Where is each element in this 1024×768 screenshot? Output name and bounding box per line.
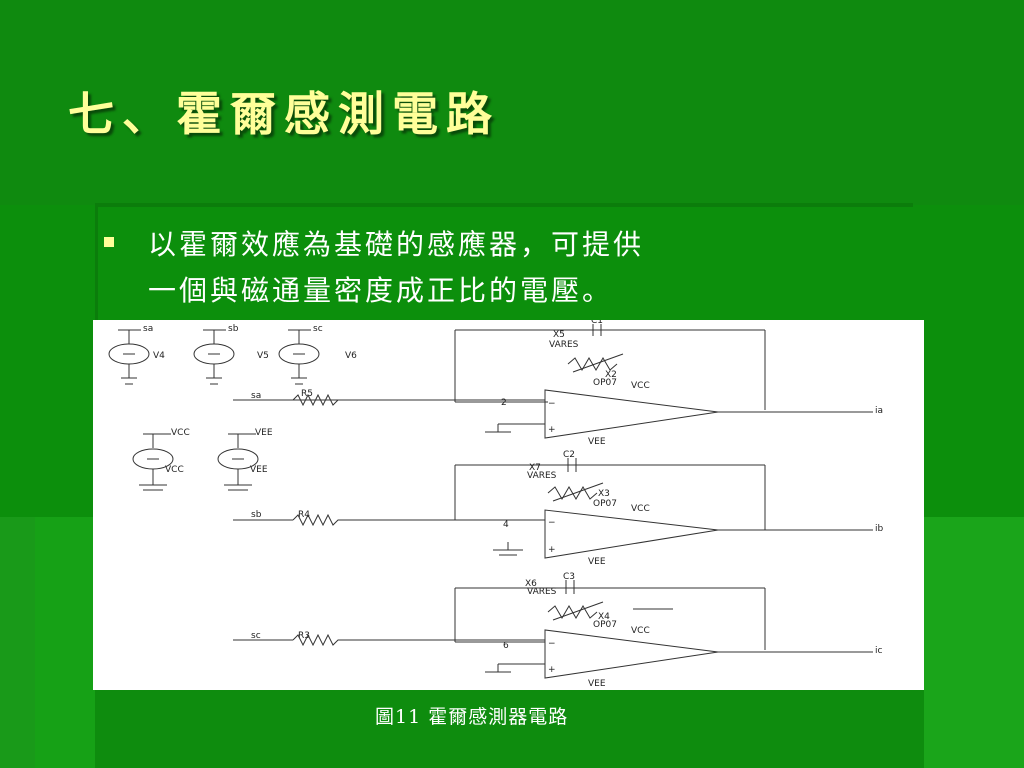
stage-2-vcc: VCC xyxy=(631,504,650,514)
source-v5-label: V5 xyxy=(257,351,269,361)
stage-3-output: ic xyxy=(875,646,883,656)
content-frame-top xyxy=(95,203,913,207)
stage-1-pin: 2 xyxy=(501,398,507,408)
stage-1-output: ia xyxy=(875,406,883,416)
stage-3-varmodel: VARES xyxy=(527,587,557,597)
stage-3-input: sc xyxy=(251,631,261,641)
stage-2-pin: 4 xyxy=(503,520,509,530)
stage-2-varmodel: VARES xyxy=(527,471,557,481)
stage-2-varres: X7 xyxy=(529,463,541,473)
svg-text:−: − xyxy=(548,399,556,409)
stage-3-opamp: X4 xyxy=(598,612,610,622)
source-vcc-net: VCC xyxy=(171,428,190,438)
source-vee-net: VEE xyxy=(255,428,273,438)
source-v4-net: sa xyxy=(143,324,153,334)
stage-2-opamp: X3 xyxy=(598,489,610,499)
source-vcc: VCC VCC xyxy=(132,428,190,491)
stage-3-varres: X6 xyxy=(525,579,537,589)
stage-2-input: sb xyxy=(251,510,262,520)
stage-2-vee: VEE xyxy=(588,557,606,567)
background-right-block xyxy=(924,517,1024,768)
stage-2-resistor: R4 xyxy=(298,510,310,520)
svg-text:−: − xyxy=(548,518,556,528)
source-v6-net: sc xyxy=(313,324,323,334)
stage-2: C2 X7 VARES X3 OP07 VCC − + ib sb R4 4 V… xyxy=(233,450,884,567)
background-left-block xyxy=(35,517,95,768)
stage-3-vcc: VCC xyxy=(631,626,650,636)
stage-3-pin: 6 xyxy=(503,641,509,651)
content-frame-left xyxy=(95,203,98,323)
stage-1-cap: C1 xyxy=(591,320,603,326)
stage-1: C1 X5 VARES X2 OP07 VCC − + ia sa R5 2 V… xyxy=(233,320,883,447)
stage-1-vcc: VCC xyxy=(631,381,650,391)
source-vee-label: VEE xyxy=(250,465,268,475)
stage-1-input: sa xyxy=(251,391,261,401)
stage-2-opmodel: OP07 xyxy=(593,499,617,509)
svg-text:+: + xyxy=(548,545,556,555)
stage-1-varres: X5 xyxy=(553,330,565,340)
background-top xyxy=(0,0,1024,205)
source-v4-label: V4 xyxy=(153,351,165,361)
bullet-line-2: 一個與磁通量密度成正比的電壓。 xyxy=(148,274,614,307)
source-vee: VEE VEE xyxy=(217,428,273,491)
circuit-diagram: sa V4 sb V5 sc xyxy=(93,320,924,690)
stage-1-varmodel: VARES xyxy=(549,340,579,350)
stage-3-resistor: R3 xyxy=(298,631,310,641)
stage-3-cap: C3 xyxy=(563,572,575,582)
source-vcc-label: VCC xyxy=(165,465,184,475)
bullet-text: 以霍爾效應為基礎的感應器，可提供 一個與磁通量密度成正比的電壓。 xyxy=(148,222,808,314)
svg-text:+: + xyxy=(548,665,556,675)
stage-1-vee: VEE xyxy=(588,437,606,447)
source-v4: sa V4 xyxy=(108,324,165,385)
stage-1-resistor: R5 xyxy=(301,389,313,399)
bullet-line-1: 以霍爾效應為基礎的感應器，可提供 xyxy=(148,228,645,261)
stage-3: C3 X6 VARES X4 OP07 VCC − + ic sc R3 6 V… xyxy=(233,572,883,689)
source-v5-net: sb xyxy=(228,324,239,334)
source-v6: sc V6 xyxy=(278,324,357,385)
background-bottom-block xyxy=(95,690,924,768)
stage-3-vee: VEE xyxy=(588,679,606,689)
source-v5: sb V5 xyxy=(193,324,269,385)
stage-3-opmodel: OP07 xyxy=(593,620,617,630)
bullet-square-icon xyxy=(104,237,114,247)
stage-1-opamp: X2 xyxy=(605,370,617,380)
slide-title: 七、霍爾感測電路 xyxy=(68,87,500,141)
stage-1-opmodel: OP07 xyxy=(593,378,617,388)
circuit-svg: sa V4 sb V5 sc xyxy=(108,320,884,689)
figure-caption: 圖11 霍爾感測器電路 xyxy=(375,706,569,728)
svg-text:−: − xyxy=(548,639,556,649)
source-v6-label: V6 xyxy=(345,351,357,361)
stage-2-cap: C2 xyxy=(563,450,575,460)
stage-2-output: ib xyxy=(875,524,884,534)
svg-text:+: + xyxy=(548,425,556,435)
